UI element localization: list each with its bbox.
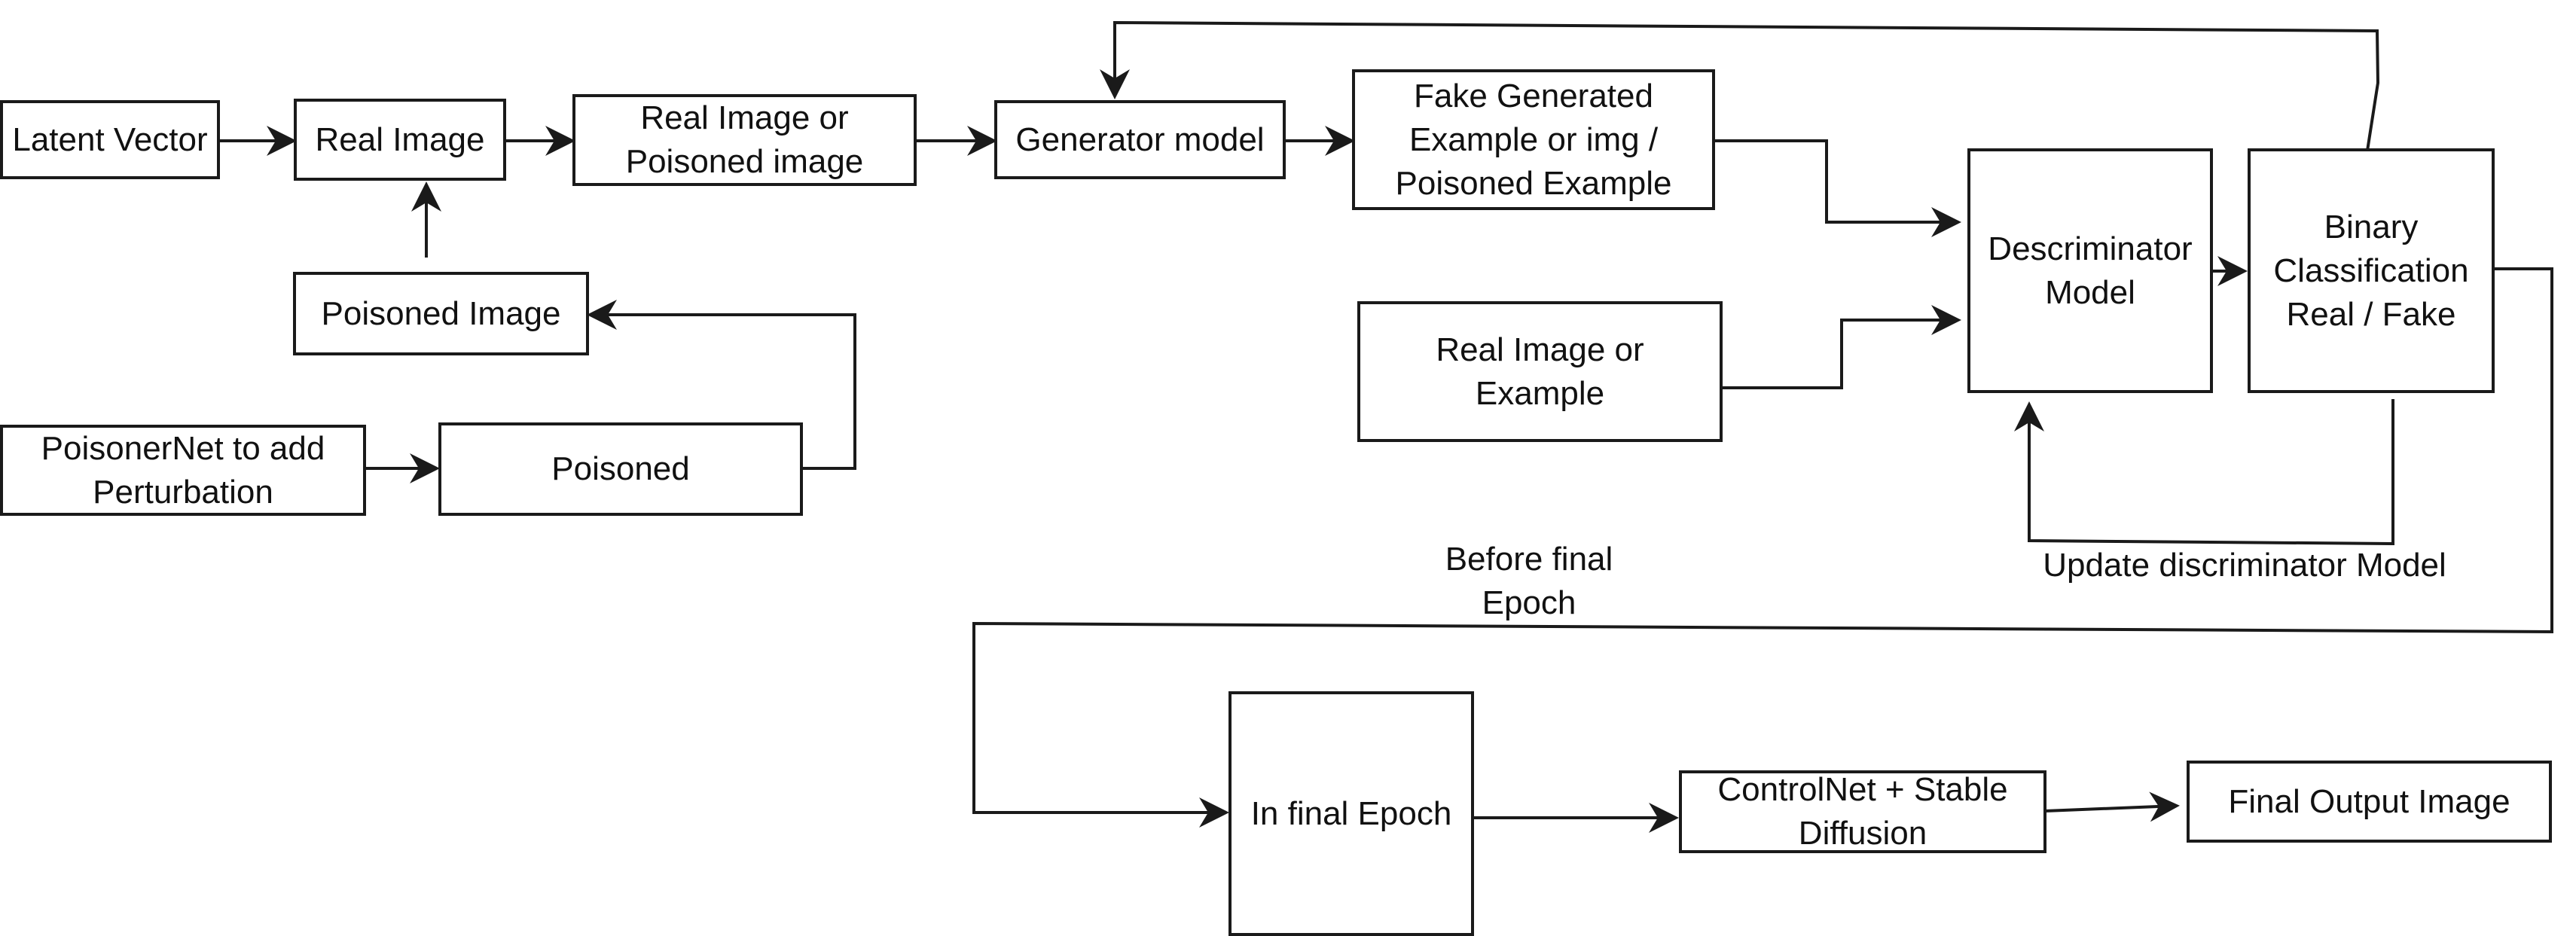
binary-classification-node: Binary Classification Real / Fake: [2248, 148, 2495, 393]
real-or-poisoned-label: Real Image or Poisoned image: [625, 99, 864, 180]
discriminator-label: Descriminator Model: [1988, 230, 2193, 311]
edge-realexample-to-discriminator: [1721, 305, 1961, 389]
real-or-poisoned-node: Real Image or Poisoned image: [572, 94, 917, 186]
generator-model-label: Generator model: [1015, 120, 1265, 158]
real-example-node: Real Image or Example: [1357, 301, 1723, 442]
final-epoch-node: In final Epoch: [1228, 691, 1474, 936]
poisonernet-node: PoisonerNet to add Perturbation: [0, 425, 366, 516]
real-image-node: Real Image: [294, 99, 506, 181]
latent-vector-label: Latent Vector: [12, 120, 208, 158]
poisonernet-label: PoisonerNet to add Perturbation: [41, 429, 325, 511]
poisoned-image-label: Poisoned Image: [321, 294, 561, 332]
latent-vector-node: Latent Vector: [0, 100, 220, 179]
controlnet-node: ControlNet + Stable Diffusion: [1679, 770, 2046, 853]
real-example-label: Real Image or Example: [1436, 331, 1644, 412]
before-final-epoch-label: Before final Epoch: [1445, 541, 1613, 621]
edge-controlnet-to-finaloutput: [2044, 791, 2180, 822]
update-discriminator-label: Update discriminator Model: [2043, 547, 2446, 584]
final-output-label: Final Output Image: [2228, 782, 2510, 820]
real-image-label: Real Image: [315, 120, 485, 158]
fake-generated-label: Fake Generated Example or img / Poisoned…: [1395, 77, 1672, 202]
final-output-node: Final Output Image: [2187, 761, 2552, 843]
edge-update-discriminator: [2014, 399, 2394, 546]
controlnet-label: ControlNet + Stable Diffusion: [1717, 771, 2008, 852]
edge-binary-loop-to-generator: [1100, 20, 2380, 151]
generator-model-node: Generator model: [994, 100, 1286, 179]
poisoned-node: Poisoned: [438, 422, 803, 516]
fake-generated-node: Fake Generated Example or img / Poisoned…: [1352, 69, 1715, 210]
binary-classification-label: Binary Classification Real / Fake: [2273, 208, 2469, 333]
poisoned-image-node: Poisoned Image: [293, 272, 589, 355]
edge-poisoned-to-poisonedimage: [587, 300, 856, 470]
discriminator-node: Descriminator Model: [1967, 148, 2213, 393]
edge-fake-to-discriminator: [1714, 139, 1961, 237]
poisoned-label: Poisoned: [551, 450, 690, 487]
edge-binary-to-finalepoch: [972, 267, 2553, 828]
final-epoch-label: In final Epoch: [1250, 794, 1452, 832]
